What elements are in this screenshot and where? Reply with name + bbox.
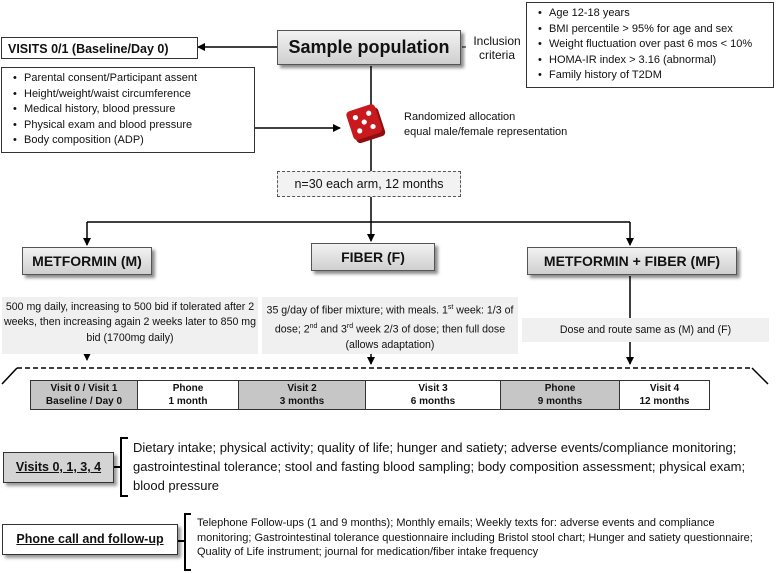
metformin-dose-description: 500 mg daily, increasing to 500 bid if t…: [2, 297, 258, 354]
criterion-item: Age 12-18 years: [538, 6, 769, 22]
timeline-cell: Visit 0 / Visit 1 Baseline / Day 0: [31, 381, 138, 409]
combo-dose-description: Dose and route same as (M) and (F): [522, 318, 769, 342]
timeline-visit: Visit 0 / Visit 1: [50, 383, 118, 394]
visits-section-label-box: Visits 0, 1, 3, 4: [3, 452, 114, 483]
timeline-time: Baseline / Day 0: [45, 396, 123, 407]
timeline-visit: Visit 2: [287, 383, 317, 394]
timeline-cell: Visit 2 3 months: [239, 381, 366, 409]
fiber-desc-text-2: week: 1/3 of dose; 2: [274, 304, 514, 336]
phone-section-label-box: Phone call and follow-up: [2, 524, 178, 555]
fiber-desc-sup-2: nd: [309, 322, 318, 330]
combo-arm-box: METFORMIN + FIBER (MF): [527, 247, 737, 275]
criterion-item: BMI percentile > 95% for age and sex: [538, 22, 769, 38]
timeline-cell: Visit 3 6 months: [366, 381, 501, 409]
phone-section-activities: Telephone Follow-ups (1 and 9 months); M…: [197, 517, 753, 558]
sample-population-box: Sample population: [277, 30, 461, 65]
baseline-item: Medical history, blood pressure: [13, 102, 250, 118]
timeline-cell: Visit 4 12 months: [620, 381, 709, 409]
timeline-cell: Phone 1 month: [138, 381, 239, 409]
timeline-time: 6 months: [410, 396, 456, 407]
inclusion-criteria-box: Age 12-18 years BMI percentile > 95% for…: [526, 2, 774, 88]
timeline-visit: Visit 4: [649, 383, 680, 394]
timeline-time: 1 month: [168, 396, 208, 407]
metformin-arm-box: METFORMIN (M): [22, 247, 152, 275]
inclusion-criteria-label: Inclusion criteria: [466, 34, 528, 62]
combo-arm-label: METFORMIN + FIBER (MF): [543, 253, 721, 269]
study-timeline: Visit 0 / Visit 1 Baseline / Day 0 Phone…: [30, 380, 710, 410]
sample-size-box: n=30 each arm, 12 months: [277, 171, 461, 197]
sample-population-label: Sample population: [288, 37, 450, 57]
timeline-time: 12 months: [639, 396, 690, 407]
baseline-item: Parental consent/Participant assent: [13, 71, 250, 87]
randomization-line-2: equal male/female representation: [404, 126, 568, 138]
baseline-visits-title: VISITS 0/1 (Baseline/Day 0): [1, 37, 198, 59]
baseline-item: Physical exam and blood pressure: [13, 118, 250, 134]
fiber-desc-text-3: and 3: [317, 323, 347, 336]
baseline-visits-box: Parental consent/Participant assent Heig…: [1, 67, 255, 153]
randomization-text: Randomized allocation equal male/female …: [404, 110, 567, 140]
baseline-item: Height/weight/waist circumference: [13, 87, 250, 103]
fiber-desc-text-4: week 2/3 of dose; then full dose (allows…: [345, 323, 506, 351]
randomization-line-1: Randomized allocation: [404, 111, 516, 123]
fiber-arm-box: FIBER (F): [311, 243, 435, 271]
fiber-desc-sup-1: st: [447, 304, 454, 311]
fiber-dose-description: 35 g/day of fiber mixture; with meals. 1…: [262, 297, 518, 354]
criterion-item: Family history of T2DM: [538, 68, 769, 84]
visits-section-assessments: Dietary intake; physical activity; quali…: [133, 440, 746, 493]
criterion-item: Weight fluctuation over past 6 mos < 10%: [538, 37, 769, 53]
fiber-desc-sup-3: rd: [346, 322, 354, 330]
baseline-item: Body composition (ADP): [13, 133, 250, 149]
timeline-time: 9 months: [537, 396, 583, 407]
timeline-visit: Visit 3: [418, 383, 448, 394]
timeline-time: 3 months: [279, 396, 325, 407]
metformin-arm-label: METFORMIN (M): [32, 253, 142, 269]
fiber-desc-text-1: 35 g/day of fiber mixture; with meals. 1: [266, 304, 448, 317]
timeline-visit: Phone: [172, 383, 204, 394]
fiber-arm-label: FIBER (F): [341, 249, 405, 265]
criterion-item: HOMA-IR index > 3.16 (abnormal): [538, 53, 769, 69]
timeline-visit: Phone: [544, 383, 576, 394]
timeline-cell: Phone 9 months: [501, 381, 620, 409]
